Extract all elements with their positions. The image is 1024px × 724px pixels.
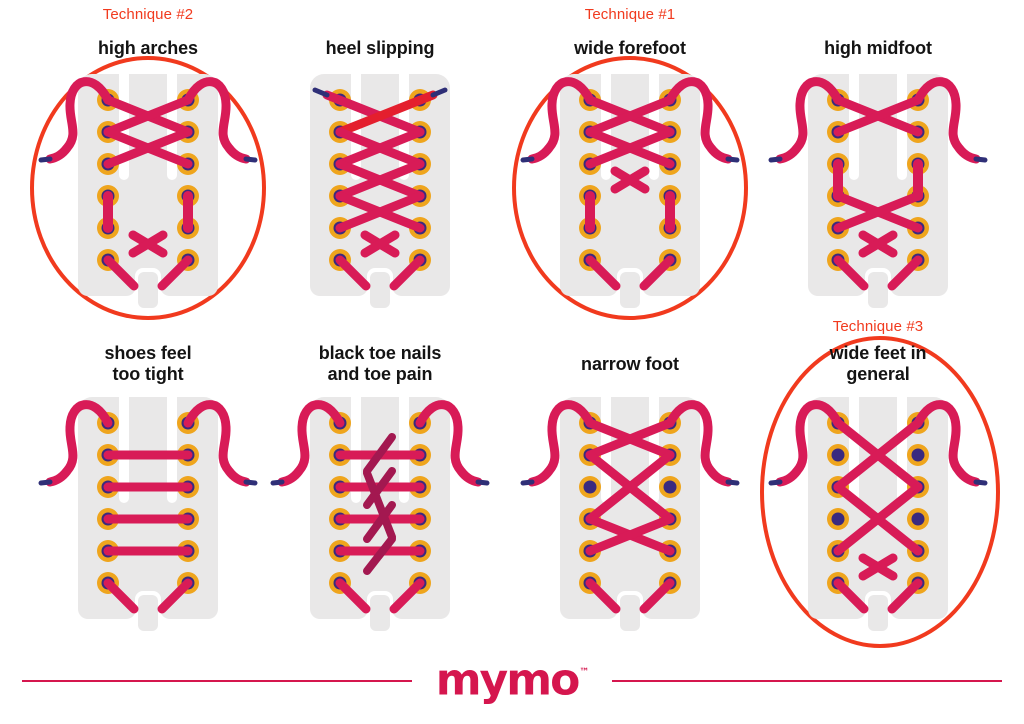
panel-title-wide-feet-in-general: wide feet in general: [829, 343, 927, 384]
panel-title-heel-slipping: heel slipping: [325, 37, 435, 58]
panel-title-wide-forefoot: wide forefoot: [574, 37, 686, 58]
mymo-logo-text: mymo: [435, 654, 581, 706]
technique-label-wide-feet-in-general: Technique #3: [832, 318, 924, 335]
footer: mymo™: [0, 658, 1024, 704]
panel-title-narrow-foot: narrow foot: [581, 353, 679, 374]
mymo-logo: mymo™: [435, 654, 590, 706]
shoe-diagram: [38, 64, 258, 308]
panel-title-shoes-feel-too-tight: shoes feel too tight: [104, 343, 192, 384]
shoe-diagram: [520, 387, 740, 631]
panel-title-black-toe-nails: black toe nails and toe pain: [318, 343, 442, 384]
trademark-mark: ™: [579, 667, 590, 679]
shoe-diagram: [38, 387, 258, 631]
laces: [768, 77, 988, 291]
footer-rule-left: [22, 680, 412, 682]
shoe-diagram: [270, 387, 490, 631]
laces: [38, 400, 258, 614]
highlight-ellipse-wide-forefoot: [512, 56, 748, 320]
laces: [312, 87, 448, 291]
footer-rule-right: [612, 680, 1003, 682]
technique-label-wide-forefoot: Technique #1: [584, 6, 676, 23]
laces: [38, 77, 258, 291]
highlight-ellipse-high-arches: [30, 56, 266, 320]
laces: [768, 400, 988, 614]
shoe-diagram: [768, 64, 988, 308]
technique-label-high-arches: Technique #2: [102, 6, 194, 23]
shoe-diagram: [768, 387, 988, 631]
shoe-diagram: [520, 64, 740, 308]
panel-title-high-arches: high arches: [98, 37, 198, 58]
laces: [270, 400, 490, 614]
highlight-ellipse-wide-feet-in-general: [760, 336, 1000, 648]
shoe-diagram: [310, 64, 450, 308]
laces: [520, 400, 740, 614]
panel-title-high-midfoot: high midfoot: [824, 37, 932, 58]
laces: [520, 77, 740, 291]
